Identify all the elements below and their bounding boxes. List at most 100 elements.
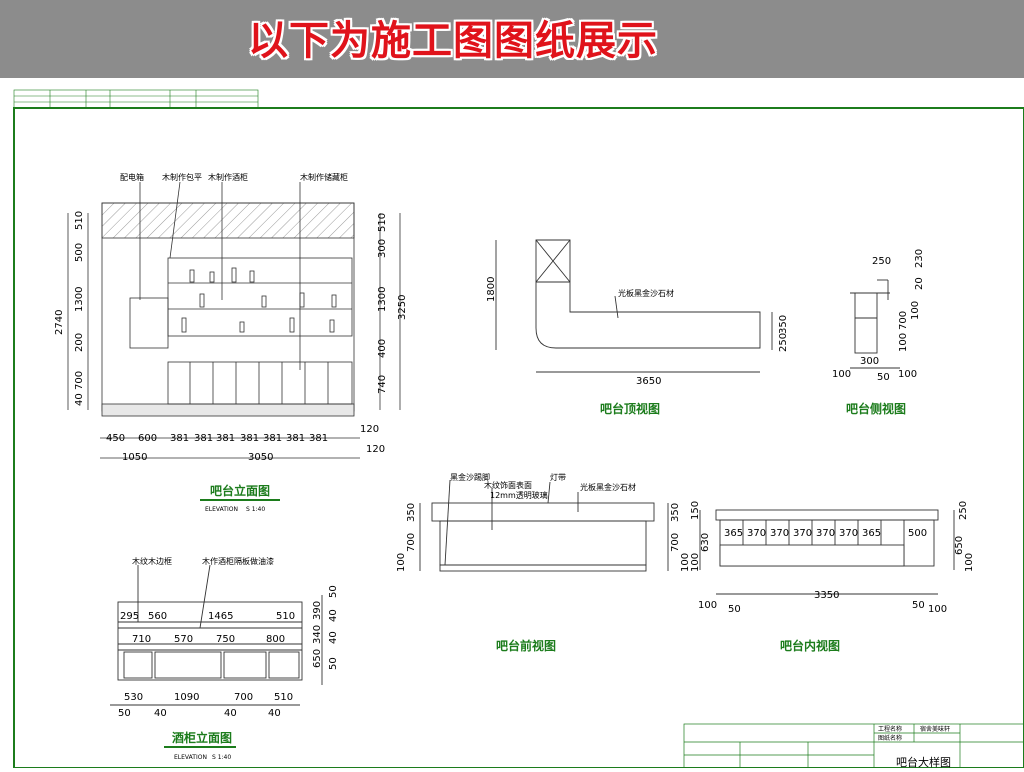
side-view-dim: 230	[914, 249, 925, 268]
svg-text:40: 40	[268, 708, 281, 719]
svg-text:740: 740	[377, 375, 388, 394]
wine-bottom-dims: 530 1090 700 510 50 40 40 40	[118, 692, 293, 719]
bar-front-view-title: 吧台前视图	[496, 638, 556, 653]
bar-elevation-scale: S 1:40	[246, 506, 265, 513]
title-sheet-name: 吧台大样图	[896, 755, 951, 768]
top-view-dim: 250	[778, 333, 789, 352]
svg-text:600: 600	[138, 433, 157, 444]
svg-text:750: 750	[216, 634, 235, 645]
callout-distribution-box: 配电箱	[120, 172, 144, 182]
svg-text:390: 390	[312, 601, 323, 620]
svg-text:40: 40	[328, 631, 339, 644]
svg-text:3250: 3250	[397, 295, 408, 320]
svg-text:400: 400	[377, 339, 388, 358]
front-callout-stone: 光板黑金沙石材	[580, 482, 636, 492]
wine-row2-dims: 710 570 750 800	[132, 634, 285, 645]
side-view-dim: 50	[877, 372, 890, 383]
front-callout-wood-surface: 木纹饰面表面	[484, 480, 532, 490]
svg-text:365: 365	[862, 528, 881, 539]
svg-text:40: 40	[154, 708, 167, 719]
svg-text:510: 510	[276, 611, 295, 622]
inner-view-dim: 250	[958, 501, 969, 520]
bar-top-view	[495, 239, 773, 373]
bar-side-view	[850, 279, 900, 369]
bar-inner-view-title: 吧台内视图	[780, 638, 840, 653]
elevation-left-dims: 510 500 1300 200 700 40 2740	[54, 211, 85, 406]
svg-text:120: 120	[366, 444, 385, 455]
svg-text:381: 381	[309, 433, 328, 444]
title-field-sheet: 图纸名称	[878, 734, 902, 742]
svg-text:500: 500	[908, 528, 927, 539]
inner-view-dim: 50	[728, 604, 741, 615]
inner-view-dim: 50	[912, 600, 925, 611]
inner-view-dim: 100	[698, 600, 717, 611]
front-view-dim: 700	[670, 533, 681, 552]
inner-view-dim: 100	[928, 604, 947, 615]
title-project-value: 宿舍美味轩	[920, 725, 950, 733]
svg-text:40: 40	[74, 393, 85, 406]
title-block	[683, 723, 1024, 769]
svg-text:370: 370	[816, 528, 835, 539]
top-view-dim: 350	[778, 315, 789, 334]
wine-callout-shelf: 木作酒柜隔板做油漆	[202, 556, 274, 566]
svg-text:340: 340	[312, 625, 323, 644]
top-view-callout: 光板黑金沙石材	[618, 288, 674, 298]
svg-text:40: 40	[224, 708, 237, 719]
svg-text:381: 381	[240, 433, 259, 444]
svg-text:570: 570	[174, 634, 193, 645]
svg-text:370: 370	[747, 528, 766, 539]
svg-text:50: 50	[328, 585, 339, 598]
bar-front-view	[419, 479, 669, 572]
front-view-dim: 350	[406, 503, 417, 522]
svg-text:800: 800	[266, 634, 285, 645]
svg-text:1050: 1050	[122, 452, 147, 463]
revision-table	[13, 89, 259, 109]
side-view-dim: 100	[898, 333, 909, 352]
side-view-dim: 100	[898, 369, 917, 380]
svg-text:295: 295	[120, 611, 139, 622]
side-view-dim: 250	[872, 256, 891, 267]
callout-storage-cabinet: 木制作储藏柜	[300, 172, 348, 182]
svg-text:40: 40	[328, 609, 339, 622]
wine-row1-dims: 295 560 1465 510	[120, 611, 295, 622]
svg-text:3050: 3050	[248, 452, 273, 463]
svg-text:381: 381	[263, 433, 282, 444]
callout-wine-cabinet: 木制作酒柜	[208, 172, 248, 182]
svg-text:500: 500	[74, 243, 85, 262]
inner-view-dim: 650	[954, 536, 965, 555]
top-view-dim: 1800	[486, 277, 497, 302]
svg-text:650: 650	[312, 649, 323, 668]
callout-wood-cladding: 木制作包平	[162, 172, 202, 182]
banner-title: 以下为施工图图纸展示	[248, 18, 658, 64]
bar-top-view-title: 吧台顶视图	[600, 401, 660, 416]
front-callout-kickboard: 黑金沙踢脚	[450, 472, 490, 482]
svg-text:510: 510	[74, 211, 85, 230]
side-view-dim: 20	[914, 277, 925, 290]
bar-elevation	[67, 181, 401, 459]
svg-text:381: 381	[286, 433, 305, 444]
side-view-dim: 100	[910, 301, 921, 320]
svg-text:2740: 2740	[54, 310, 65, 335]
inner-view-total: 3350	[814, 590, 839, 601]
inner-view-dim: 150	[690, 501, 701, 520]
svg-text:50: 50	[118, 708, 131, 719]
svg-text:1300: 1300	[377, 287, 388, 312]
svg-text:120: 120	[360, 424, 379, 435]
front-view-dim: 350	[670, 503, 681, 522]
svg-text:450: 450	[106, 433, 125, 444]
wine-callout-frame: 木纹木边框	[132, 556, 172, 566]
svg-text:300: 300	[377, 239, 388, 258]
inner-view-top-dims: 365 370 370 370 370 370 365 500	[724, 528, 927, 539]
bar-elevation-subtitle: ELEVATION	[205, 506, 238, 513]
svg-text:370: 370	[770, 528, 789, 539]
svg-text:50: 50	[328, 657, 339, 670]
side-view-dim: 700	[898, 311, 909, 330]
svg-text:510: 510	[377, 213, 388, 232]
front-view-dim: 100	[680, 553, 691, 572]
svg-text:200: 200	[74, 333, 85, 352]
drawing-sheet: 配电箱 木制作包平 木制作酒柜 木制作储藏柜 510 500 1300 200 …	[0, 78, 1024, 769]
wine-cabinet-scale: S 1:40	[212, 754, 231, 761]
elevation-right-dims: 510 300 1300 400 740 3250	[377, 213, 408, 394]
side-view-dim: 300	[860, 356, 879, 367]
wine-cabinet-elevation	[110, 564, 323, 706]
